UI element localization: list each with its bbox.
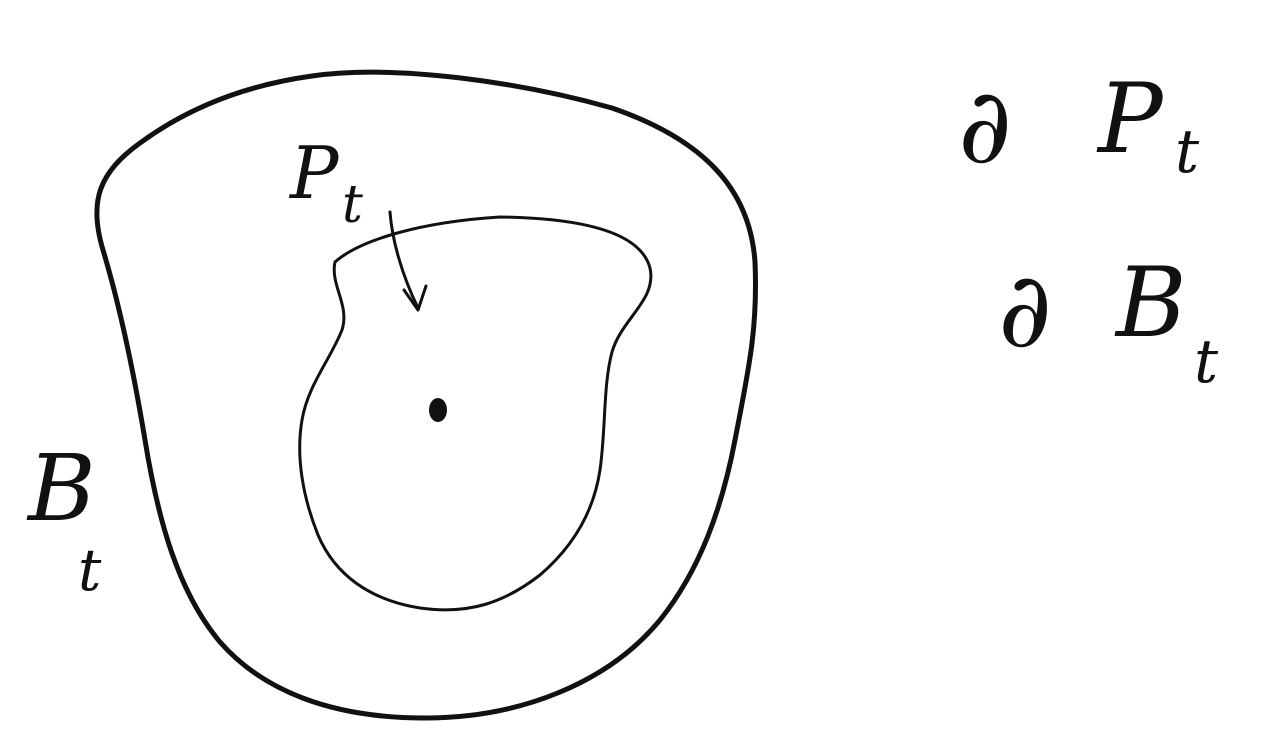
label-boundary-p-sub: t xyxy=(1175,117,1200,187)
label-boundary-p-prefix: ∂ xyxy=(958,65,1012,187)
outer-region-b xyxy=(94,69,759,721)
label-outer-b: B t xyxy=(26,435,102,604)
label-outer-b-base: B xyxy=(26,435,96,542)
label-boundary-b-prefix: ∂ xyxy=(998,249,1052,371)
label-inner-p-base: P xyxy=(288,131,340,215)
label-inner-p: P t xyxy=(288,131,363,235)
label-boundary-b-base: B xyxy=(1114,247,1187,359)
center-point xyxy=(429,398,447,422)
label-arrow xyxy=(388,210,420,310)
label-boundary-p-base: P xyxy=(1096,63,1164,175)
label-boundary-b-sub: t xyxy=(1194,327,1219,397)
label-outer-b-sub: t xyxy=(78,536,102,604)
label-inner-p-sub: t xyxy=(342,175,363,235)
label-boundary-p: ∂ P t xyxy=(958,63,1200,187)
inner-region-p xyxy=(298,215,653,612)
label-boundary-b: ∂ B t xyxy=(998,247,1219,397)
label-arrow-head xyxy=(402,284,428,312)
